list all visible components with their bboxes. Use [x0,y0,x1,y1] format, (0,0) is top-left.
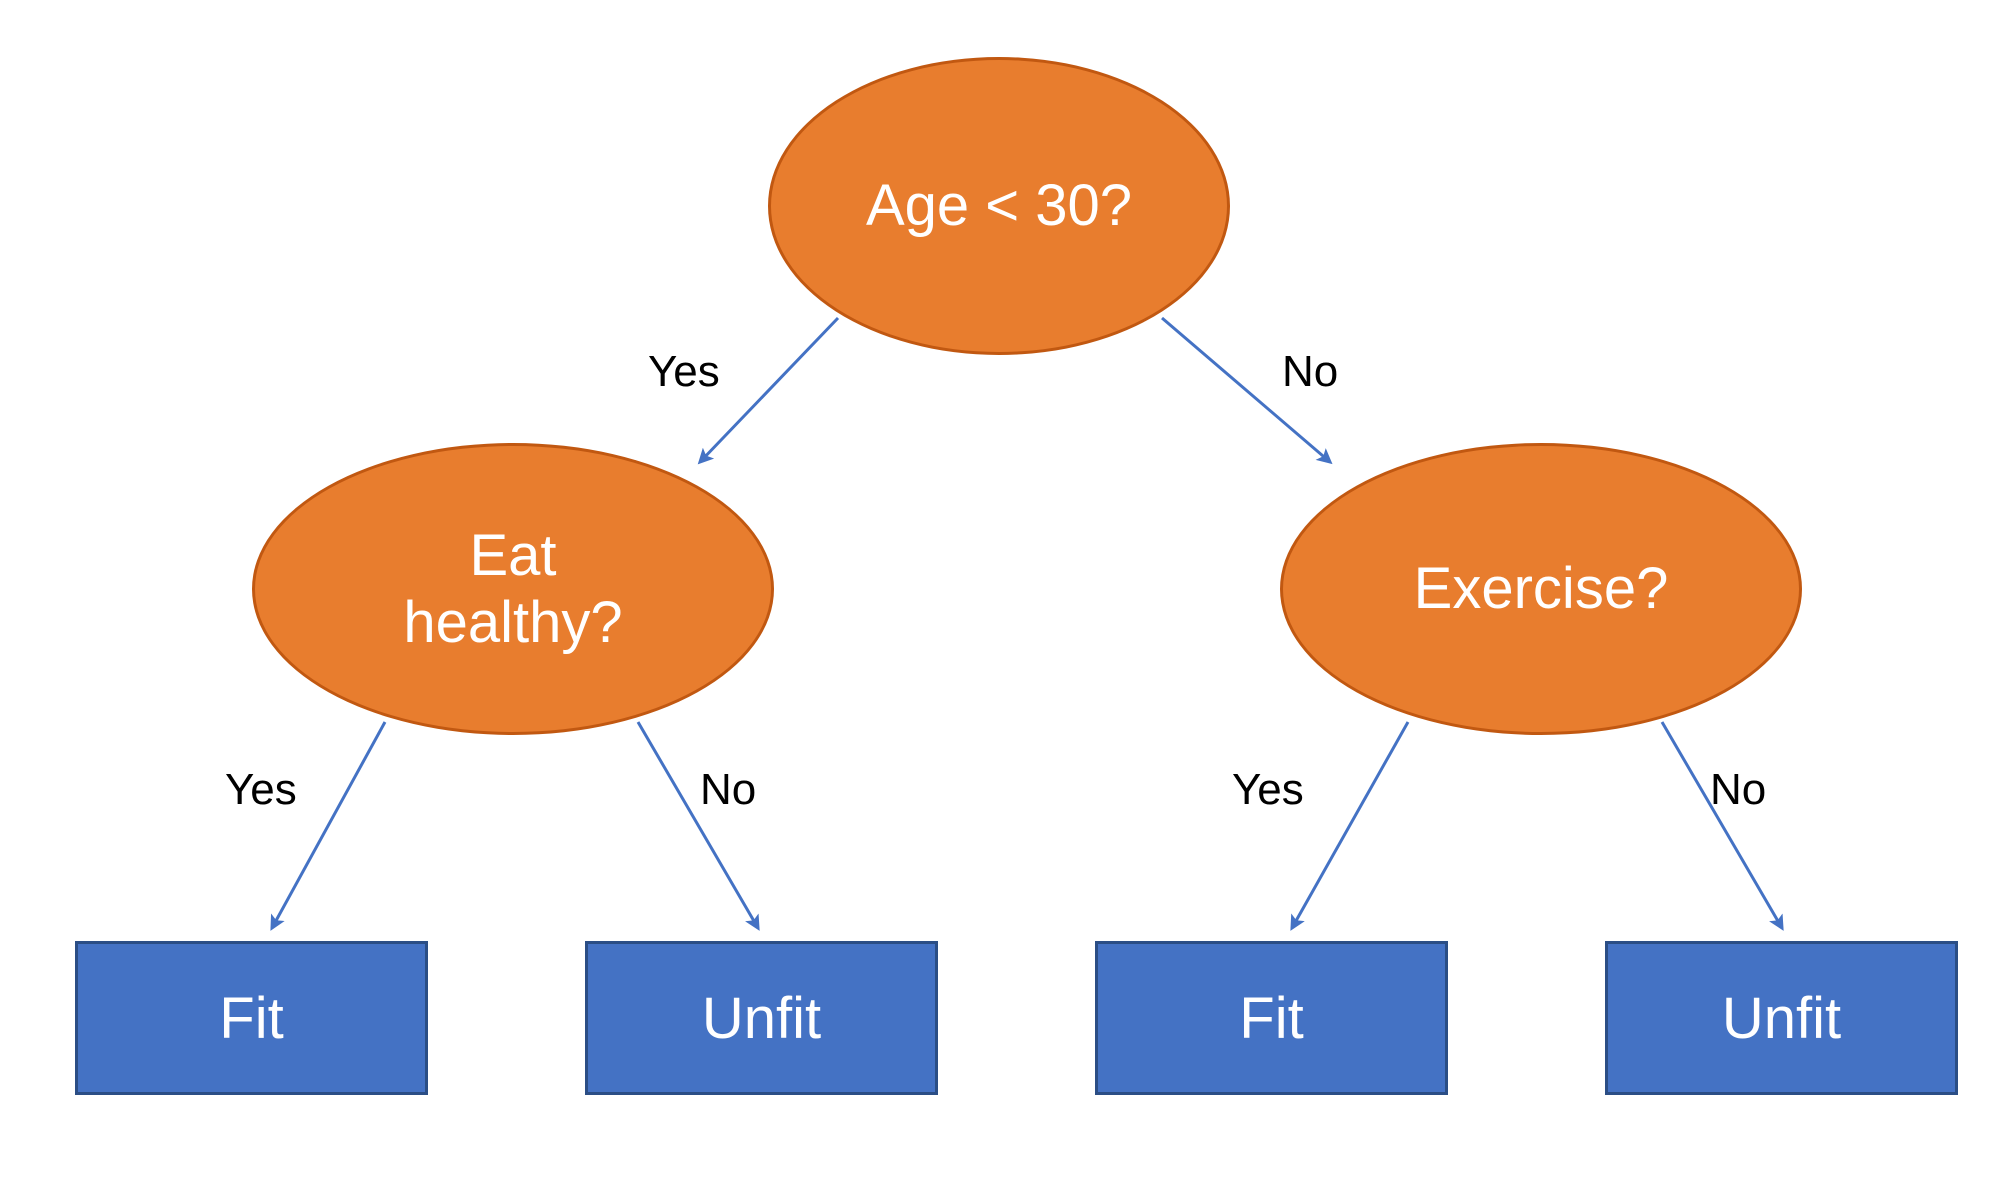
edge-label-eat-healthy-yes: Yes [225,765,297,814]
outcome-node-unfit-right[interactable]: Unfit [1605,941,1958,1095]
decision-node-root[interactable]: Age < 30? [768,57,1230,355]
edge-label-eat-healthy-no: No [700,765,757,814]
edge-exercise-to-unfit [1660,721,1784,931]
outcome-node-label: Unfit [1721,985,1842,1051]
edge-label-root-yes: Yes [648,347,720,396]
outcome-node-unfit-left[interactable]: Unfit [585,941,938,1095]
edge-label-root-no: No [1282,347,1339,396]
edge-root-to-eat-healthy [697,316,840,465]
outcome-node-fit-left[interactable]: Fit [75,941,428,1095]
decision-node-eat-healthy-label: Eat healthy? [403,522,623,655]
outcome-node-label: Fit [1239,985,1304,1051]
decision-node-exercise-label: Exercise? [1413,556,1669,622]
decision-node-eat-healthy[interactable]: Eat healthy? [252,443,774,735]
edge-eat-healthy-to-fit [270,721,387,931]
outcome-node-label: Fit [219,985,284,1051]
decision-node-root-label: Age < 30? [865,173,1133,239]
edge-label-exercise-yes: Yes [1232,765,1304,814]
outcome-node-label: Unfit [701,985,822,1051]
edge-eat-healthy-to-unfit [636,721,760,931]
edge-exercise-to-fit [1290,721,1410,931]
outcome-node-fit-right[interactable]: Fit [1095,941,1448,1095]
decision-node-exercise[interactable]: Exercise? [1280,443,1802,735]
edge-label-exercise-no: No [1710,765,1767,814]
